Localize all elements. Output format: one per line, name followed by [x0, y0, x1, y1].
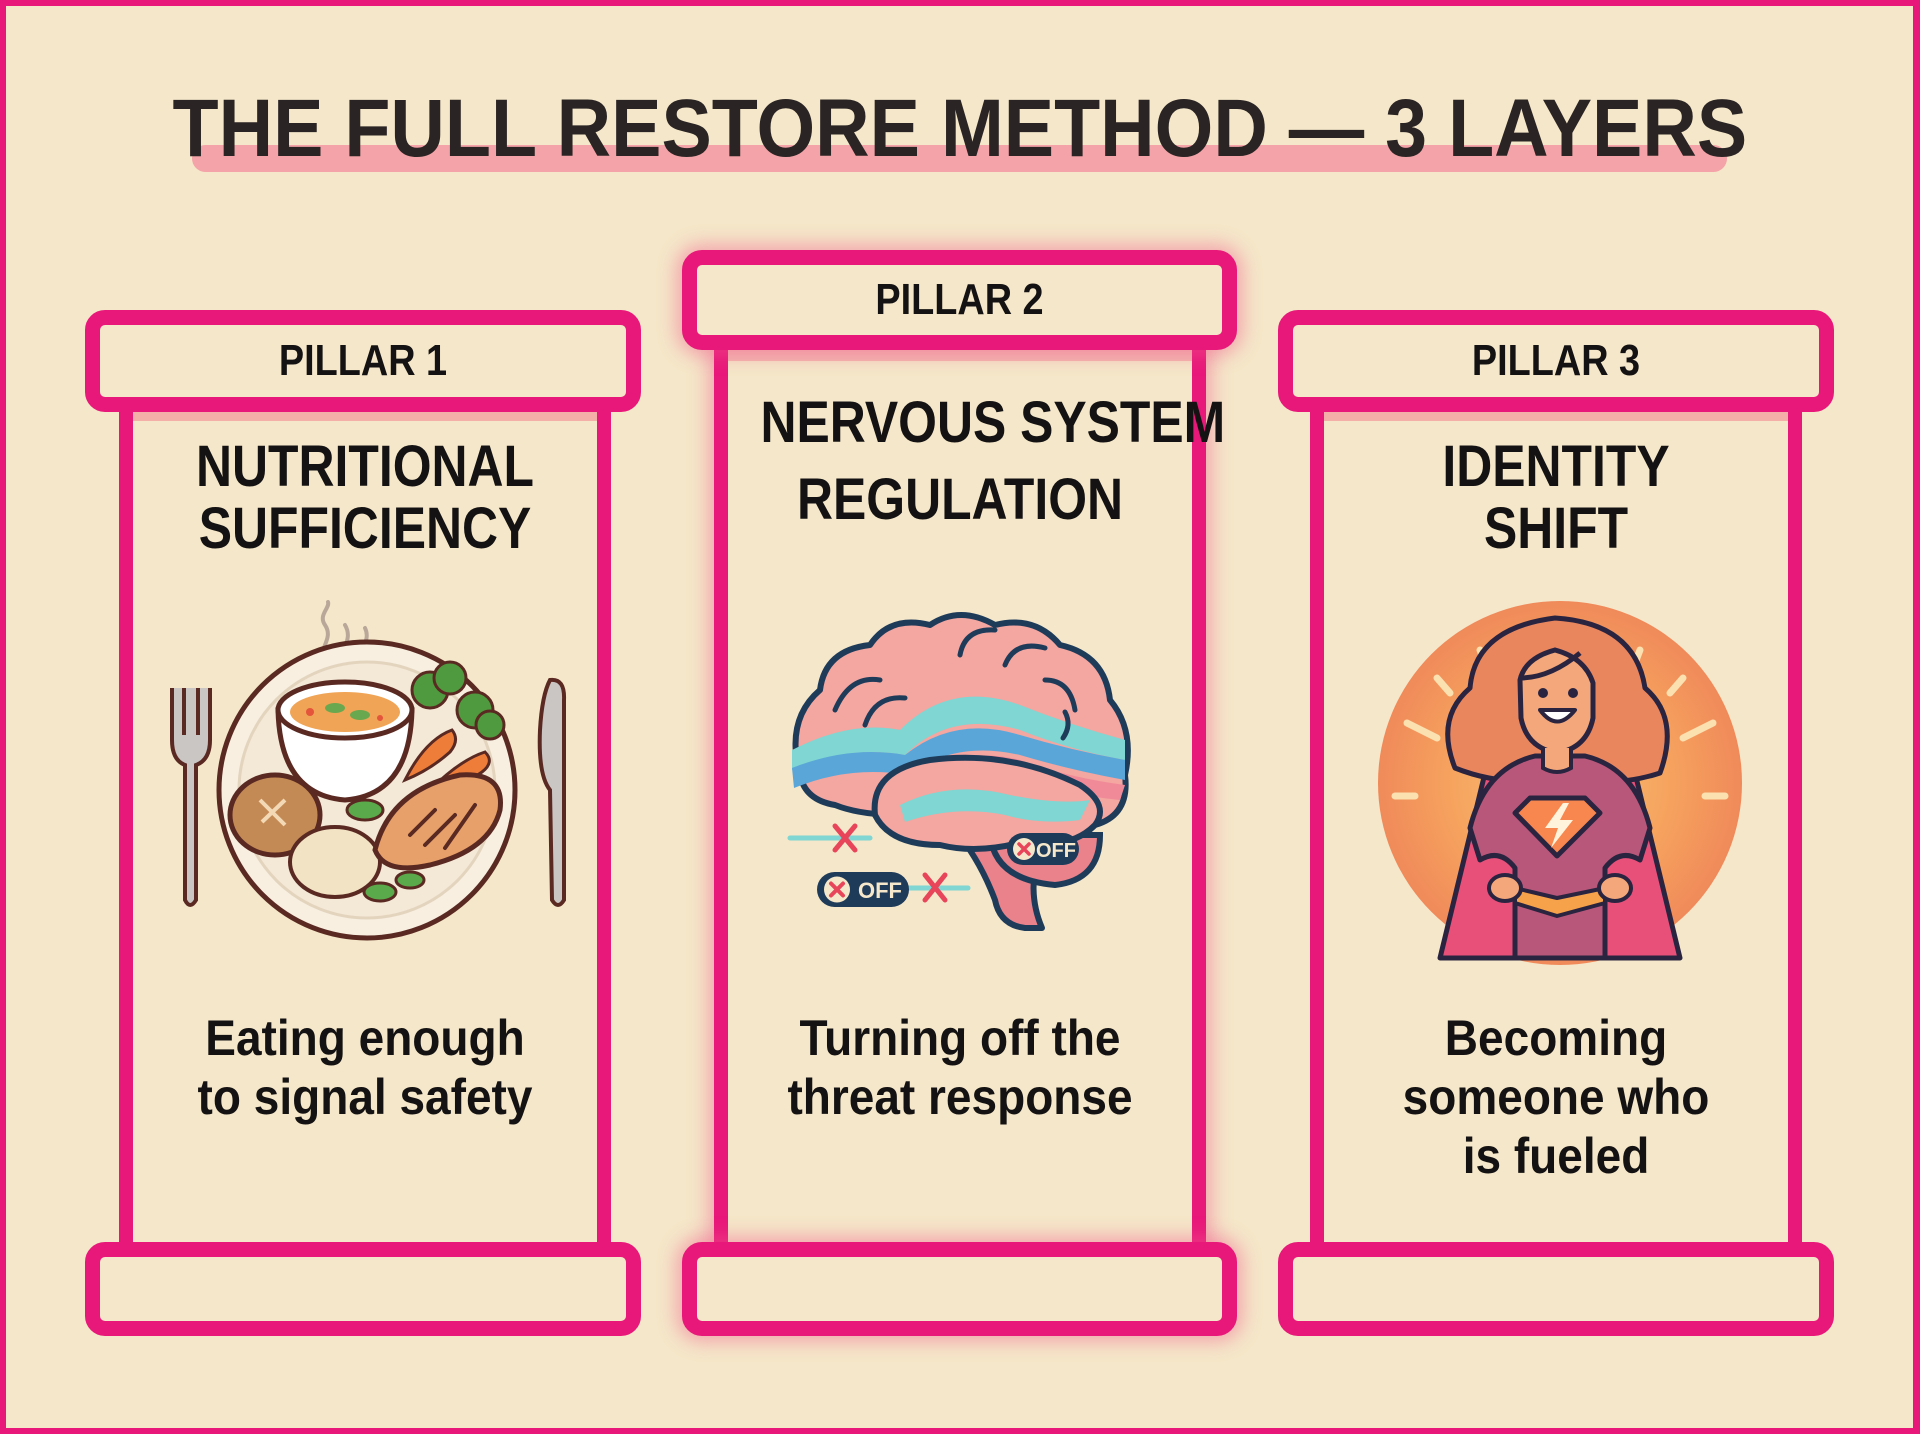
pillar-2-description-line-1: Turning off the	[799, 1010, 1121, 1066]
pillar-3-label: PILLAR 3	[1471, 336, 1641, 385]
pillar-1-cap: PILLAR 1	[85, 310, 641, 412]
title-highlight	[192, 145, 1727, 172]
off-badge-2: OFF	[1007, 833, 1079, 865]
pillar-3-cap: PILLAR 3	[1278, 310, 1834, 412]
pillar-2-cap: PILLAR 2	[682, 250, 1237, 350]
pillar-3-heading-line-1: IDENTITY	[1442, 434, 1670, 499]
pillar-2-label: PILLAR 2	[875, 275, 1044, 324]
pillar-2-description-line-2: threat response	[787, 1069, 1133, 1125]
plate-of-food-icon	[170, 600, 567, 941]
pillar-1-description-line-1: Eating enough	[205, 1010, 525, 1066]
pillar-1-heading-line-1: NUTRITIONAL	[195, 434, 535, 499]
pillar-3-description-line-1: Becoming	[1444, 1010, 1668, 1066]
pillar-1-base	[85, 1242, 641, 1336]
page-title: THE FULL RESTORE METHOD — 3 LAYERS	[172, 83, 1748, 174]
pillar-3-base	[1278, 1242, 1834, 1336]
pillar-2-heading-line-2: REGULATION	[796, 467, 1124, 532]
svg-text:OFF: OFF	[1036, 840, 1076, 862]
superhero-woman-icon	[1378, 601, 1742, 965]
pillar-3-heading-line-2: SHIFT	[1483, 496, 1629, 561]
pillar-3-description-line-2: someone who	[1402, 1069, 1710, 1125]
pillar-1-heading-line-2: SUFFICIENCY	[198, 496, 532, 561]
pillar-2-base	[682, 1242, 1237, 1336]
pillar-3-description-line-3: is fueled	[1462, 1128, 1650, 1184]
pillar-1-description-line-2: to signal safety	[197, 1069, 533, 1125]
off-badge-1: OFF	[817, 872, 909, 907]
pillar-2-heading-line-1: NERVOUS SYSTEM	[760, 390, 1226, 455]
brain-icon: OFF OFF	[787, 612, 1131, 931]
svg-text:OFF: OFF	[858, 878, 902, 903]
pillar-1-label: PILLAR 1	[278, 336, 448, 385]
